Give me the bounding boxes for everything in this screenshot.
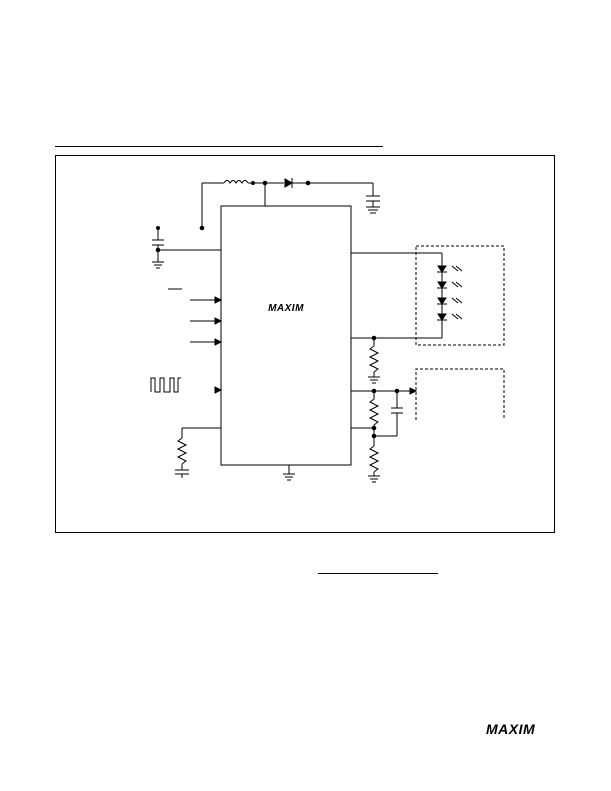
led-string (351, 245, 505, 346)
caption-rule (318, 573, 438, 574)
section-heading-rule (55, 146, 383, 147)
ic-body (220, 205, 352, 466)
ic-ground (283, 465, 295, 481)
diagram-frame (55, 155, 555, 533)
footer-logo: MAXIM (486, 721, 536, 737)
sense-resistor (368, 338, 380, 384)
feedback-divider (351, 391, 403, 483)
logic-inputs (168, 288, 223, 394)
ic-logo: MAXIM (268, 303, 304, 314)
left-rc-network (175, 427, 221, 478)
pwm-waveform-icon (150, 377, 181, 393)
boost-inductor (199, 180, 284, 231)
input-supply (152, 226, 221, 269)
schottky-diode (284, 178, 373, 188)
output-capacitor (366, 183, 380, 214)
